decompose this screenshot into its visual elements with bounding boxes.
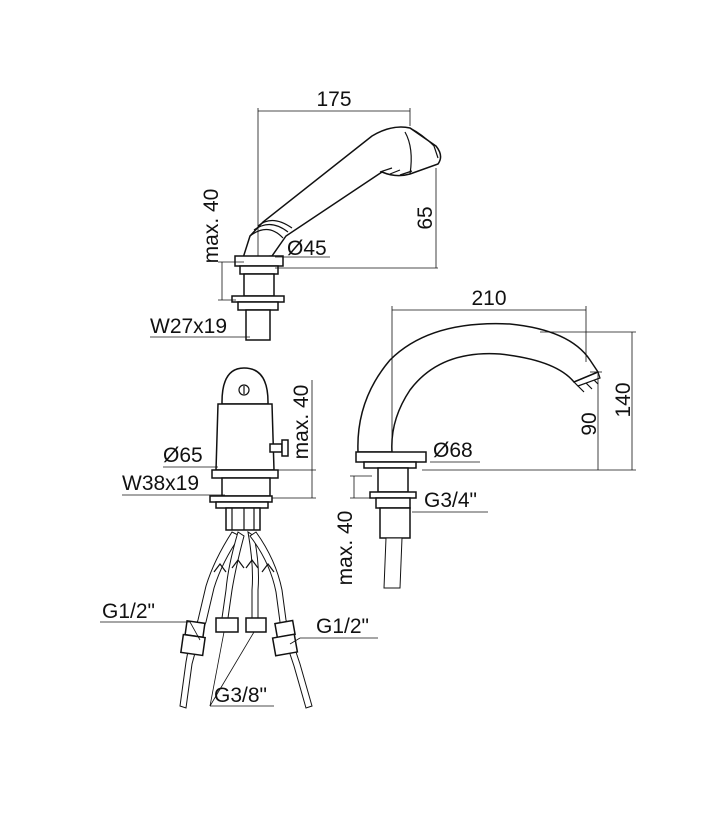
mixer-dimensions: Ø65 W38x19 max. 40 G1/2" G1/2" G3/8" <box>100 380 378 707</box>
dim-thread-w27x19: W27x19 <box>150 315 227 338</box>
dim-inlet-left: G1/2" <box>102 600 155 623</box>
dim-height-140: 140 <box>612 382 635 417</box>
dim-diameter-68: Ø68 <box>433 439 473 462</box>
dim-mixer-depth-max40: max. 40 <box>290 385 313 460</box>
dim-reach-210: 210 <box>471 287 506 310</box>
hand-shower <box>231 126 442 341</box>
dim-height-65: 65 <box>414 206 437 229</box>
dim-diameter-65: Ø65 <box>163 444 203 467</box>
dim-depth-max40: max. 40 <box>200 189 223 264</box>
dim-spout-depth-max40: max. 40 <box>334 511 357 586</box>
dim-height-90: 90 <box>578 412 601 435</box>
dim-thread-g34: G3/4" <box>424 489 477 512</box>
hand-shower-dimensions: 175 65 Ø45 max. 40 W27x19 <box>150 88 438 338</box>
dim-inlet-right: G1/2" <box>316 615 369 638</box>
dim-thread-w38x19: W38x19 <box>122 472 199 495</box>
bath-spout <box>355 322 601 589</box>
spout-dimensions: 210 90 140 Ø68 G3/4" max. 40 <box>334 287 636 585</box>
dim-diameter-45: Ø45 <box>287 237 327 260</box>
dim-outlet-g38: G3/8" <box>214 684 267 707</box>
dim-length-175: 175 <box>316 88 351 111</box>
mixer-hoses <box>179 530 313 709</box>
mixer-valve <box>209 367 289 531</box>
